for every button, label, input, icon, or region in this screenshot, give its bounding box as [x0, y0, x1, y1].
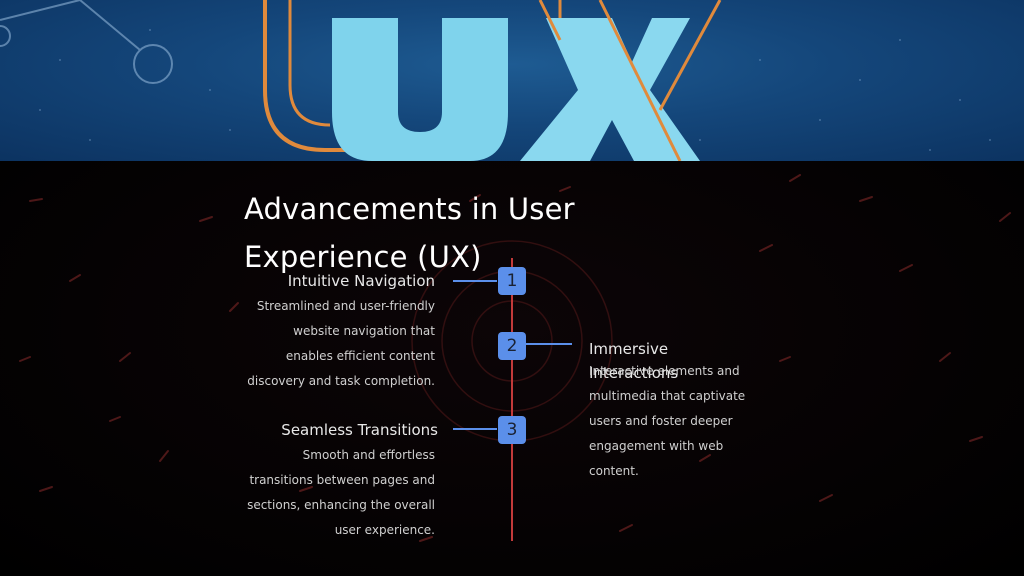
- ux-logo-graphic: [0, 0, 991, 161]
- step-1-title: Intuitive Navigation: [287, 272, 435, 290]
- step-1-badge: 1: [498, 267, 526, 295]
- step-3-title: Seamless Transitions: [281, 421, 438, 439]
- timeline-line: [511, 258, 513, 541]
- connector-3: [453, 428, 497, 430]
- step-3-badge: 3: [498, 416, 526, 444]
- step-1-description: Streamlined and user-friendly website na…: [247, 299, 435, 388]
- step-3-description: Smooth and effortless transitions betwee…: [247, 448, 435, 537]
- connector-1: [453, 280, 497, 282]
- step-2-badge: 2: [498, 332, 526, 360]
- step-2-description: Interactive elements and multimedia that…: [589, 364, 746, 478]
- slide-title: Advancements in User Experience (UX): [244, 192, 575, 274]
- banner-image: [0, 0, 1024, 161]
- connector-2: [526, 343, 572, 345]
- step-2-title: Immersive Interactions: [589, 340, 679, 382]
